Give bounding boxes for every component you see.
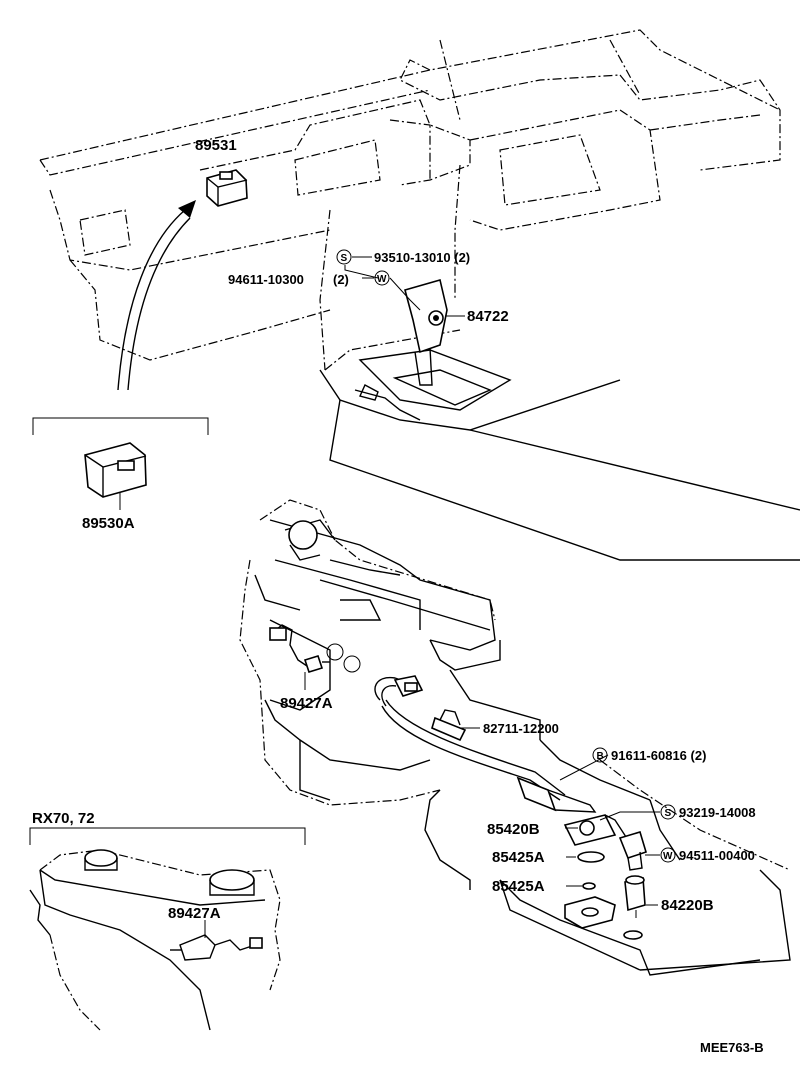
symbol-w-94611: W: [374, 270, 390, 286]
part-label-94511: 94511-00400: [679, 848, 755, 863]
center-console: [319, 349, 800, 561]
symbol-letter: W: [377, 274, 387, 285]
part-label-91611: 91611-60816 (2): [611, 748, 706, 763]
symbol-s-93219: S: [660, 804, 676, 820]
part-label-84220B: 84220B: [661, 897, 714, 914]
part-label-89531: 89531: [195, 137, 237, 154]
part-label-94611: 94611-10300: [228, 272, 304, 287]
symbol-letter: W: [663, 851, 673, 862]
part-label-82711: 82711-12200: [483, 721, 559, 736]
symbol-letter: B: [597, 751, 604, 762]
inset-rx70: [29, 827, 306, 1031]
symbol-letter: S: [341, 253, 348, 264]
engine-block: [239, 499, 791, 976]
part-label-94611-qty: (2): [333, 272, 349, 287]
shift-lever: [404, 278, 448, 386]
part-label-93219: 93219-14008: [679, 805, 756, 820]
inset-title: RX70, 72: [32, 810, 95, 827]
switch-89427A-main: [269, 624, 361, 690]
part-label-89530A: 89530A: [82, 515, 135, 532]
part-label-85425A-1: 85425A: [492, 849, 545, 866]
part-label-89427A-inset: 89427A: [168, 905, 221, 922]
symbol-w-94511: W: [660, 847, 676, 863]
sender-assembly: [563, 814, 647, 940]
part-label-85420B: 85420B: [487, 821, 540, 838]
part-label-84722: 84722: [467, 308, 509, 325]
wiring-harness: [374, 675, 597, 813]
part-label-85425A-2: 85425A: [492, 878, 545, 895]
symbol-s-93510: S: [336, 249, 352, 265]
symbol-letter: S: [665, 808, 672, 819]
bracket-89530A: [32, 417, 209, 510]
leader-lines: [344, 256, 660, 906]
diagram-code: MEE763-B: [700, 1040, 764, 1055]
part-label-89427A-main: 89427A: [280, 695, 333, 712]
install-arrow: [117, 200, 196, 391]
part-label-93510: 93510-13010 (2): [374, 250, 470, 265]
symbol-b-91611: B: [592, 747, 608, 763]
dashboard-outline: [39, 29, 781, 371]
relay-89531: [206, 169, 248, 207]
